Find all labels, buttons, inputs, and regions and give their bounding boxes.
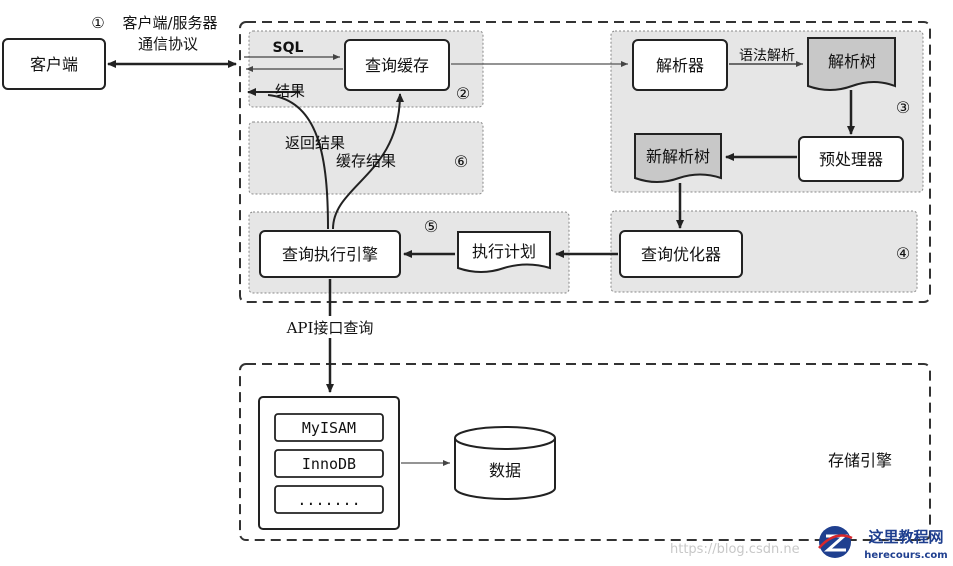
marker-2: ②: [456, 84, 470, 103]
protocol-label-line2: 通信协议: [138, 35, 198, 53]
storage-layer-frame: [239, 363, 931, 541]
parser-box: [632, 39, 728, 91]
parse-tree-doc: [807, 37, 896, 91]
executor-label: 查询执行引擎: [282, 245, 378, 264]
data-label: 数据: [489, 461, 521, 480]
parse-tree-label: 解析树: [828, 52, 876, 71]
optimizer-box: [619, 230, 743, 278]
new-parse-tree-label: 新解析树: [646, 147, 710, 166]
cache-result-label: 缓存结果: [336, 152, 396, 170]
protocol-label-line1: 客户端/服务器: [122, 14, 217, 32]
client-box: [2, 38, 106, 90]
return-result-curve: [267, 94, 329, 230]
parser-label: 解析器: [656, 56, 704, 75]
watermark-url: https://blog.csdn.ne: [670, 542, 800, 557]
engine-more-box: [274, 485, 384, 514]
marker-6: ⑥: [454, 152, 468, 171]
optimizer-label: 查询优化器: [641, 245, 721, 264]
executor-box: [259, 230, 401, 278]
engine-myisam-label: MyISAM: [302, 419, 356, 437]
site-logo: [818, 526, 853, 558]
preprocessor-label: 预处理器: [819, 150, 883, 169]
data-cylinder: [454, 426, 556, 500]
exec-plan-doc: [457, 231, 551, 273]
logo-title: 这里教程网: [868, 528, 943, 546]
syntax-parse-label: 语法解析: [739, 48, 795, 64]
sql-label: SQL: [273, 40, 304, 56]
query-cache-label: 查询缓存: [365, 56, 429, 75]
engine-more-label: .......: [297, 491, 360, 509]
exec-plan-label: 执行计划: [472, 242, 536, 261]
marker-3: ③: [896, 98, 910, 117]
logo-url: herecours.com: [864, 550, 947, 561]
api-query-label-bg: [276, 316, 384, 338]
marker-4: ④: [896, 244, 910, 263]
engine-myisam-box: [274, 413, 384, 442]
engine-innodb-box: [274, 449, 384, 478]
query-cache-box: [344, 39, 450, 91]
return-region: [248, 121, 484, 195]
new-parse-tree-doc: [634, 133, 722, 183]
marker-5: ⑤: [424, 217, 438, 236]
return-result-label: 返回结果: [285, 134, 345, 152]
engine-innodb-label: InnoDB: [302, 455, 356, 473]
result-label: 结果: [275, 82, 305, 100]
server-layer-frame: [239, 21, 931, 303]
storage-engine-label: 存储引擎: [828, 451, 892, 470]
preprocessor-box: [798, 136, 904, 182]
api-query-label: API接口查询: [286, 319, 374, 337]
protocol-marker: ①: [91, 14, 104, 32]
cache-result-curve: [332, 93, 404, 230]
client-label: 客户端: [30, 55, 78, 74]
